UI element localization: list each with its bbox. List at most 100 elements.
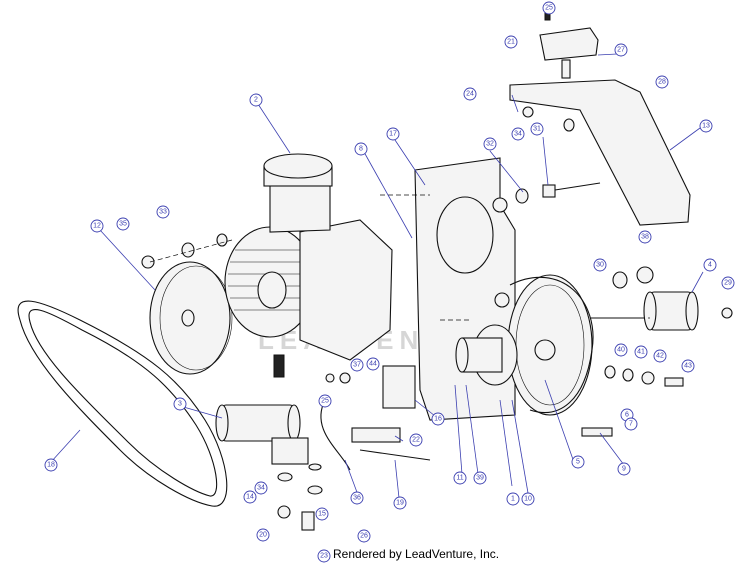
callout-circle bbox=[721, 276, 735, 290]
callout-circle bbox=[653, 349, 667, 363]
callout-number: 8 bbox=[359, 146, 363, 153]
callout-20[interactable]: 20 bbox=[256, 528, 270, 542]
callout-9[interactable]: 9 bbox=[617, 462, 631, 476]
callout-number: 41 bbox=[637, 349, 645, 356]
callout-40[interactable]: 40 bbox=[614, 343, 628, 357]
callout-43[interactable]: 43 bbox=[681, 359, 695, 373]
callout-circle bbox=[655, 75, 669, 89]
callout-number: 23 bbox=[320, 553, 328, 560]
block-16[interactable] bbox=[382, 365, 416, 409]
callout-circle bbox=[504, 35, 518, 49]
callout-circle bbox=[318, 394, 332, 408]
callout-16[interactable]: 16 bbox=[431, 412, 445, 426]
callout-3[interactable]: 3 bbox=[173, 397, 187, 411]
callout-circle bbox=[624, 417, 638, 431]
callout-1[interactable]: 1 bbox=[506, 492, 520, 506]
callout-circle bbox=[409, 433, 423, 447]
callout-number: 25 bbox=[545, 5, 553, 12]
callout-30[interactable]: 30 bbox=[593, 258, 607, 272]
callout-13[interactable]: 13 bbox=[699, 119, 713, 133]
callout-number: 12 bbox=[93, 223, 101, 230]
callout-circle bbox=[511, 127, 525, 141]
callout-26[interactable]: 26 bbox=[357, 529, 371, 543]
callout-8[interactable]: 8 bbox=[354, 142, 368, 156]
output-shaft[interactable] bbox=[455, 317, 690, 386]
callout-number: 16 bbox=[434, 416, 442, 423]
callout-37[interactable]: 37 bbox=[350, 358, 364, 372]
callout-12[interactable]: 12 bbox=[90, 219, 104, 233]
callout-25[interactable]: 25 bbox=[318, 394, 332, 408]
callout-34[interactable]: 34 bbox=[254, 481, 268, 495]
callout-number: 20 bbox=[259, 532, 267, 539]
callout-number: 3 bbox=[178, 401, 182, 408]
callout-24[interactable]: 24 bbox=[463, 87, 477, 101]
callout-15[interactable]: 15 bbox=[315, 507, 329, 521]
caption-text: Rendered by LeadVenture, Inc. bbox=[333, 547, 500, 561]
callout-14[interactable]: 14 bbox=[243, 490, 257, 504]
callout-number: 35 bbox=[119, 221, 127, 228]
callout-4[interactable]: 4 bbox=[703, 258, 717, 272]
callout-circle bbox=[699, 119, 713, 133]
callout-circle bbox=[463, 87, 477, 101]
callout-number: 9 bbox=[622, 466, 626, 473]
callout-circle bbox=[453, 471, 467, 485]
callout-34[interactable]: 34 bbox=[511, 127, 525, 141]
callout-21[interactable]: 21 bbox=[504, 35, 518, 49]
callout-circle bbox=[506, 492, 520, 506]
callout-28[interactable]: 28 bbox=[655, 75, 669, 89]
drive-chain-sprocket[interactable] bbox=[507, 274, 594, 416]
key-9[interactable] bbox=[581, 427, 613, 437]
block-14[interactable] bbox=[271, 437, 309, 465]
callout-10[interactable]: 10 bbox=[521, 492, 535, 506]
callout-27[interactable]: 27 bbox=[614, 43, 628, 57]
callout-number: 26 bbox=[360, 533, 368, 540]
callout-25[interactable]: 25 bbox=[542, 1, 556, 15]
callout-23[interactable]: 23 bbox=[317, 549, 331, 563]
callout-29[interactable]: 29 bbox=[721, 276, 735, 290]
callout-number: 43 bbox=[684, 363, 692, 370]
shaft-coupler-right[interactable] bbox=[643, 291, 699, 331]
callout-number: 17 bbox=[389, 131, 397, 138]
callout-17[interactable]: 17 bbox=[386, 127, 400, 141]
callout-44[interactable]: 44 bbox=[366, 357, 380, 371]
callout-number: 21 bbox=[507, 39, 515, 46]
pulley[interactable] bbox=[149, 261, 233, 375]
callout-22[interactable]: 22 bbox=[409, 433, 423, 447]
bolt-34-top[interactable] bbox=[542, 182, 601, 198]
callout-number: 36 bbox=[353, 495, 361, 502]
hose-36[interactable] bbox=[320, 399, 351, 471]
callout-18[interactable]: 18 bbox=[44, 458, 58, 472]
callout-number: 4 bbox=[708, 262, 712, 269]
callout-2[interactable]: 2 bbox=[249, 93, 263, 107]
callout-circle bbox=[431, 412, 445, 426]
callout-circle bbox=[571, 455, 585, 469]
callout-19[interactable]: 19 bbox=[393, 496, 407, 510]
callout-38[interactable]: 38 bbox=[638, 230, 652, 244]
shaft-coupler-left[interactable] bbox=[215, 404, 301, 442]
callout-36[interactable]: 36 bbox=[350, 491, 364, 505]
callout-39[interactable]: 39 bbox=[473, 471, 487, 485]
hydraulic-pump[interactable] bbox=[224, 153, 393, 378]
callout-number: 38 bbox=[641, 234, 649, 241]
fitting-19[interactable] bbox=[359, 449, 431, 461]
callout-33[interactable]: 33 bbox=[156, 205, 170, 219]
callout-11[interactable]: 11 bbox=[453, 471, 467, 485]
fitting-22[interactable] bbox=[351, 427, 401, 443]
sensor-module[interactable] bbox=[539, 27, 599, 79]
callout-number: 30 bbox=[596, 262, 604, 269]
callout-layer: 1234567891011121314151617181920212223242… bbox=[44, 1, 735, 563]
callout-circle bbox=[614, 43, 628, 57]
callout-7[interactable]: 7 bbox=[624, 417, 638, 431]
callout-35[interactable]: 35 bbox=[116, 217, 130, 231]
callout-5[interactable]: 5 bbox=[571, 455, 585, 469]
callout-number: 11 bbox=[456, 475, 463, 482]
top-bracket[interactable] bbox=[509, 79, 691, 226]
callout-41[interactable]: 41 bbox=[634, 345, 648, 359]
drive-belt[interactable] bbox=[17, 300, 228, 507]
callout-32[interactable]: 32 bbox=[483, 137, 497, 151]
hardware-left[interactable] bbox=[141, 233, 351, 531]
callout-31[interactable]: 31 bbox=[530, 122, 544, 136]
callout-42[interactable]: 42 bbox=[653, 349, 667, 363]
callout-circle bbox=[350, 491, 364, 505]
